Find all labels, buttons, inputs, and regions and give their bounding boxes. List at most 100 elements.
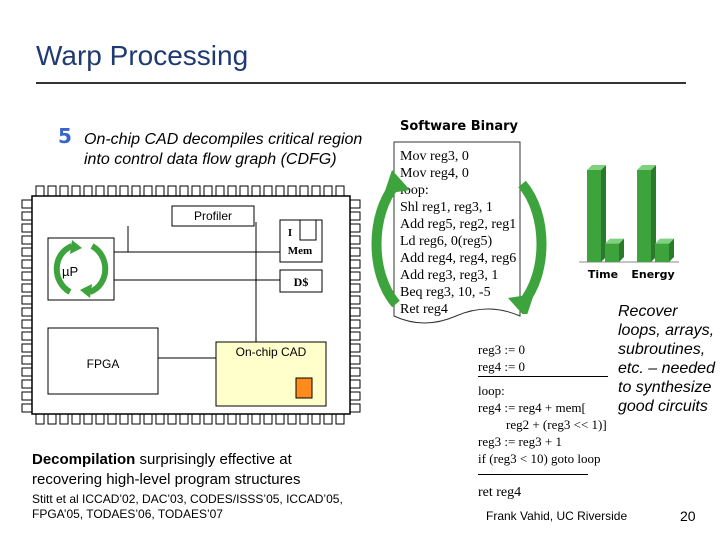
bar-side-time-original [601,165,606,262]
chip-pin-bottom [143,413,153,425]
fpga-label: FPGA [87,357,120,371]
recover-text: Recover loops, arrays, subroutines, etc.… [618,303,715,415]
bar-time-warp [605,243,619,262]
oncad-label: On-chip CAD [236,345,307,359]
chip-pin-right [349,247,361,257]
chip-pin-top [323,185,333,197]
decompiled-loop-line: loop: [478,383,505,398]
chip-pin-top [35,185,45,197]
bar-top-time-original [587,165,606,170]
chip-pin-right [349,319,361,329]
decompiled-init-line: reg4 := 0 [478,359,526,374]
chip-pin-top [59,185,69,197]
binary-line: Add reg4, reg4, reg6 [400,251,517,266]
chip-pin-right [349,283,361,293]
chip-pin-top [119,185,129,197]
chip-pin-right [349,271,361,281]
chip-pin-bottom [275,413,285,425]
chip-pin-right [349,259,361,269]
chip-pin-bottom [191,413,201,425]
chip-pin-bottom [131,413,141,425]
page-number: 20 [680,508,696,524]
chip-pin-top [143,185,153,197]
chip-pin-top [95,185,105,197]
cycle-arrowhead-right [508,294,534,314]
decompiled-divider-2 [478,474,588,475]
cycle-arrow-left [371,180,400,308]
chip-pin-bottom [287,413,297,425]
citation: Stitt et al ICCAD’02, DAC’03, CODES/ISSS… [32,492,343,521]
bar-energy-warp [655,243,669,262]
binary-line: Mov reg4, 0 [400,166,469,181]
chip-pin-right [349,367,361,377]
chip-pin-top [167,185,177,197]
binary-line: Beq reg3, 10, -5 [400,285,491,300]
chip-diagram: Profiler I Mem D$ µP FPGA On-chip CAD [21,185,361,425]
imem-chip-icon [299,219,317,241]
title-divider [36,82,686,84]
dcache-box [279,269,323,293]
cad-chip-icon [295,377,313,399]
up-cycle-arrowhead-right [80,284,92,298]
binary-heading: Software Binary [400,119,518,134]
chip-pin-left [21,211,33,221]
decompiled-init-line: reg3 := 0 [478,342,526,357]
binary-cycle-arrows [371,170,547,314]
chip-pin-top [299,185,309,197]
cycle-arrow-right [518,180,547,308]
chip-pin-top [107,185,117,197]
decompiled-ret: ret reg4 [478,485,522,500]
chip-pin-top [47,185,57,197]
chip-pin-bottom [47,413,57,425]
chip-pin-top [71,185,81,197]
chip-pin-bottom [107,413,117,425]
bar-group [587,165,674,262]
chip-pin-top [131,185,141,197]
chip-pin-left [21,391,33,401]
decompiled-loop-line: reg3 := reg3 + 1 [478,434,562,449]
chip-pin-top [263,185,273,197]
binary-line: Add reg5, reg2, reg1 [400,217,517,232]
chip-pin-right [349,343,361,353]
up-label: µP [62,264,78,279]
chip-pin-bottom [311,413,321,425]
chip-pin-bottom [59,413,69,425]
decompilation-bold: Decompilation [32,451,136,468]
chip-pin-left [21,283,33,293]
chip-pin-left [21,331,33,341]
imem-label-line2: Mem [288,245,312,257]
chip-pin-top [251,185,261,197]
chip-pin-bottom [263,413,273,425]
chip-pin-top [155,185,165,197]
up-cycle-arrow-left [53,243,74,295]
chip-pin-right [349,379,361,389]
chip-pin-right [349,295,361,305]
chip-pin-top [335,185,345,197]
chip-pin-bottom [335,413,345,425]
bar-energy-original [637,170,651,262]
chip-pin-right [349,223,361,233]
footer-author: Frank Vahid, UC Riverside [486,509,628,523]
chip-pin-right [349,211,361,221]
decompiled-init: reg3 := 0 reg4 := 0 [478,341,525,375]
imem-label-line1: I [288,227,292,239]
chip-pin-top [287,185,297,197]
bar-side-energy-warp [669,238,674,262]
chip-pin-bottom [299,413,309,425]
chip-pin-left [21,355,33,365]
chip-pin-bottom [323,413,333,425]
bullet-text: On-chip CAD decompiles critical region i… [84,131,363,168]
chip-pin-top [311,185,321,197]
chip-pin-left [21,379,33,389]
fpga-box [47,327,159,395]
decompilation-rest: surprisingly effective at recovering hig… [32,451,301,488]
dcache-label: D$ [294,275,309,289]
bar-top-time-warp [605,238,624,244]
chip-pin-top [179,185,189,197]
chip-pin-left [21,199,33,209]
chip-pin-bottom [203,413,213,425]
chip-pin-bottom [239,413,249,425]
chip-pin-left [21,235,33,245]
binary-line: loop: [400,183,429,198]
